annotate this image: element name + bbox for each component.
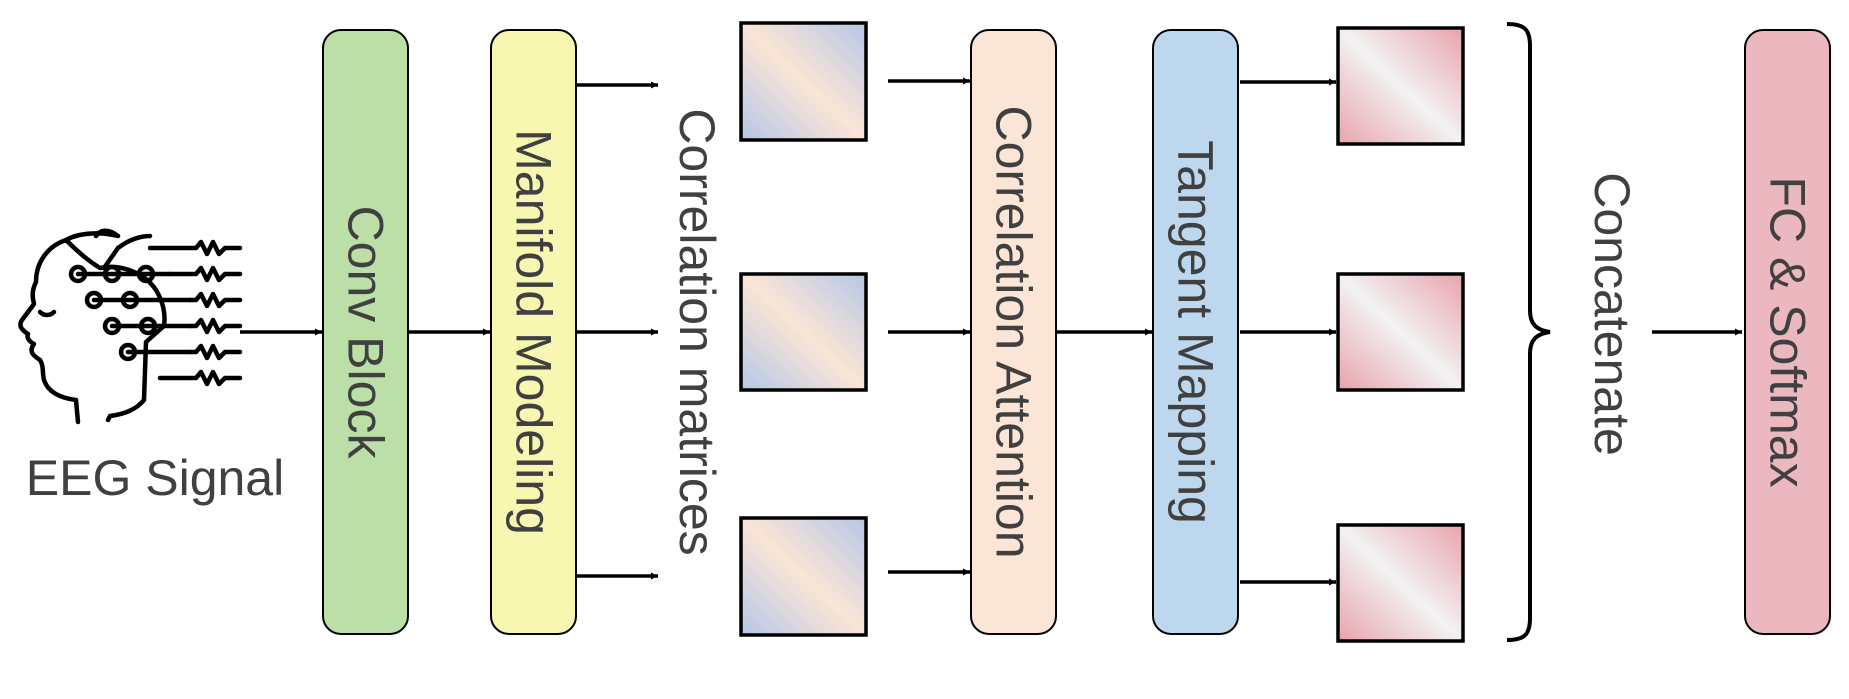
tangent-matrix-top <box>1336 26 1465 146</box>
conv-block-label: Conv Block <box>338 206 394 460</box>
concatenate-brace <box>1506 22 1551 642</box>
manifold-modeling-label: Manifold Modeling <box>506 129 562 535</box>
correlation-attention-block <box>970 29 1057 635</box>
correlation-matrix-top <box>739 21 868 142</box>
tangent-matrices <box>1336 26 1465 643</box>
correlation-matrix-bottom <box>739 516 868 637</box>
head-eeg-icon <box>18 228 243 425</box>
tangent-mapping-label: Tangent Mapping <box>1168 140 1224 524</box>
correlation-matrix-mid <box>739 272 868 392</box>
fc-softmax-block <box>1744 29 1831 635</box>
correlation-matrices-label: Correlation matrices <box>669 108 725 555</box>
tangent-matrix-mid <box>1336 272 1465 392</box>
correlation-matrices <box>739 21 868 637</box>
fc-softmax-label: FC & Softmax <box>1760 176 1816 487</box>
tangent-mapping-block <box>1152 29 1239 635</box>
flow-arrows <box>240 77 1742 586</box>
eeg-signal-label: EEG Signal <box>26 450 284 506</box>
conv-block <box>322 29 409 635</box>
manifold-modeling-block <box>490 29 577 635</box>
correlation-attention-label: Correlation Attention <box>986 105 1042 558</box>
tangent-matrix-bottom <box>1336 523 1465 643</box>
concatenate-label: Concatenate <box>1584 172 1640 456</box>
